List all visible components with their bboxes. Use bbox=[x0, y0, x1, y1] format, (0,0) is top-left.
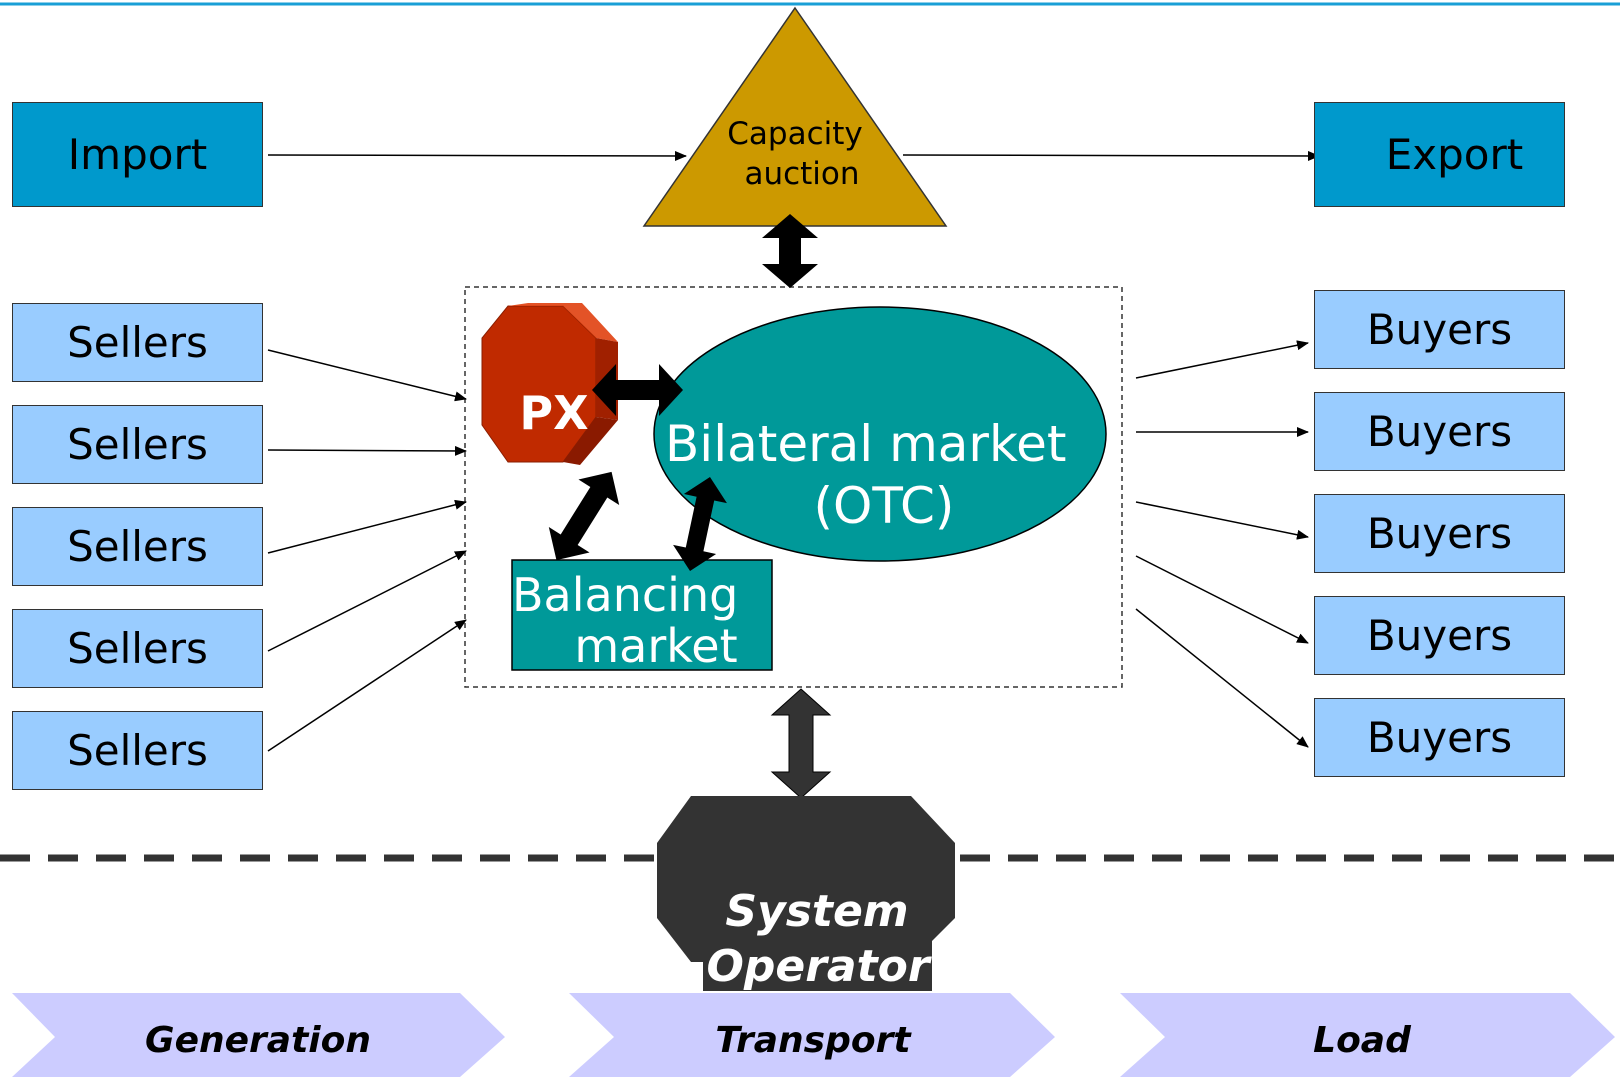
buyer-arrow-3 bbox=[1135, 501, 1309, 540]
px-label: PX bbox=[519, 386, 588, 440]
bilateral-market-label-2: (OTC) bbox=[814, 477, 955, 535]
sellers-label: Sellers bbox=[67, 624, 208, 673]
market-boundary bbox=[464, 286, 1123, 688]
sellers-label: Sellers bbox=[67, 420, 208, 469]
sellers-box-3: Sellers bbox=[12, 507, 263, 586]
system-operator-label-2: Operator bbox=[706, 941, 931, 992]
buyers-label: Buyers bbox=[1366, 305, 1513, 354]
buyers-box-1: Buyers bbox=[1314, 290, 1565, 369]
capacity-market-double-arrow bbox=[762, 214, 818, 288]
sellers-label: Sellers bbox=[67, 318, 208, 367]
buyers-label: Buyers bbox=[1366, 713, 1513, 762]
export-arrow bbox=[902, 150, 1320, 161]
balancing-market-box bbox=[511, 559, 773, 671]
seller-arrow-2 bbox=[267, 445, 467, 456]
seller-arrow-5 bbox=[267, 619, 467, 752]
buyer-arrow-5 bbox=[1135, 608, 1309, 748]
bilateral-market-label-1: Bilateral market bbox=[665, 415, 1067, 473]
buyers-box-4: Buyers bbox=[1314, 596, 1565, 675]
seller-arrow-3 bbox=[267, 499, 467, 554]
buyers-box-5: Buyers bbox=[1314, 698, 1565, 777]
px-balancing-double-arrow bbox=[548, 471, 620, 561]
sellers-box-2: Sellers bbox=[12, 405, 263, 484]
sellers-box-1: Sellers bbox=[12, 303, 263, 382]
system-operator-label-1: System bbox=[725, 886, 908, 937]
sellers-box-4: Sellers bbox=[12, 609, 263, 688]
balancing-market-label-1: Balancing bbox=[512, 568, 738, 622]
market-system-operator-double-arrow bbox=[770, 688, 832, 799]
stage-label-generation: Generation bbox=[145, 1020, 371, 1061]
buyers-box-3: Buyers bbox=[1314, 494, 1565, 573]
stage-chevron-transport bbox=[569, 993, 1055, 1077]
import-label: Import bbox=[67, 130, 208, 179]
buyer-arrow-4 bbox=[1135, 555, 1309, 644]
stage-chevron-load bbox=[1120, 993, 1615, 1077]
import-arrow bbox=[267, 150, 687, 161]
buyer-arrow-1 bbox=[1135, 340, 1309, 379]
import-box: Import bbox=[12, 102, 263, 207]
capacity-auction-label-1: Capacity bbox=[727, 116, 862, 152]
system-operator-shape bbox=[657, 796, 955, 962]
seller-arrow-4 bbox=[267, 550, 467, 652]
seller-arrow-1 bbox=[267, 349, 467, 402]
sellers-label: Sellers bbox=[67, 522, 208, 571]
buyers-box-2: Buyers bbox=[1314, 392, 1565, 471]
buyers-label: Buyers bbox=[1366, 611, 1513, 660]
buyers-label: Buyers bbox=[1366, 407, 1513, 456]
system-operator-label-bg bbox=[703, 936, 932, 991]
bilateral-market-ellipse bbox=[653, 306, 1107, 562]
capacity-auction-label-2: auction bbox=[744, 156, 859, 192]
sellers-box-5: Sellers bbox=[12, 711, 263, 790]
stage-chevron-generation bbox=[12, 993, 505, 1077]
export-label: Export bbox=[1385, 130, 1524, 179]
sellers-label: Sellers bbox=[67, 726, 208, 775]
px-bilateral-double-arrow bbox=[592, 364, 683, 416]
balancing-market-label-2: market bbox=[574, 619, 737, 673]
buyers-label: Buyers bbox=[1366, 509, 1513, 558]
stage-label-transport: Transport bbox=[715, 1020, 912, 1061]
stage-label-load: Load bbox=[1313, 1020, 1412, 1061]
bilateral-balancing-double-arrow bbox=[673, 477, 727, 571]
export-box: Export bbox=[1314, 102, 1565, 207]
